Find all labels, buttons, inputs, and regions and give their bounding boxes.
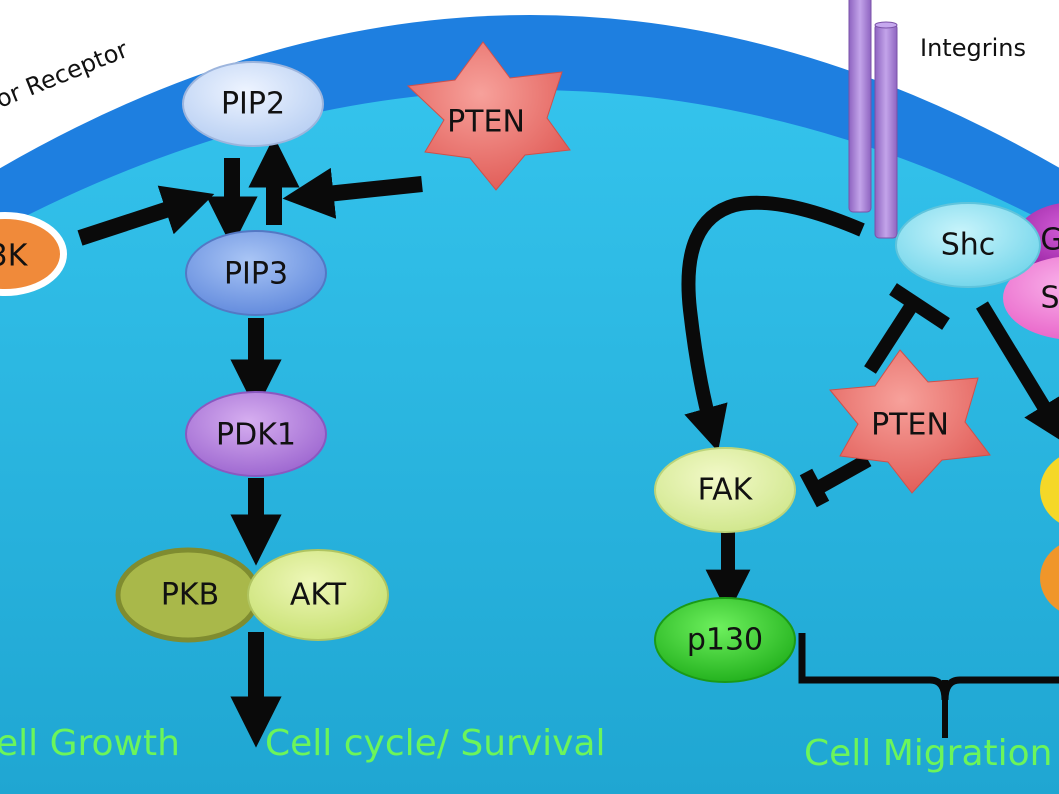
node-pkb[interactable]: PKB [115, 547, 261, 643]
arrow-shc-to-fak [681, 195, 865, 452]
sos-label: S [1040, 281, 1059, 316]
pi3k-label: 3K [0, 239, 29, 274]
node-sos[interactable]: S [1003, 256, 1059, 340]
shc-label: Shc [941, 228, 996, 263]
pathway-arrows [77, 136, 423, 748]
pkb-label: PKB [161, 578, 219, 613]
node-yellow-partial [1040, 457, 1059, 523]
node-akt[interactable]: AKT [247, 549, 389, 641]
receptor-label: or Receptor [0, 35, 132, 113]
fak-label: FAK [698, 473, 754, 508]
outcome-cell-growth: ell Growth [0, 723, 180, 764]
p130-label: p130 [687, 623, 763, 658]
node-orange-partial [1040, 545, 1059, 611]
node-pdk1[interactable]: PDK1 [185, 391, 327, 477]
node-pten-right[interactable]: PTEN [829, 349, 991, 494]
pip3-label: PIP3 [224, 257, 288, 292]
arrow-shc-to-right [976, 301, 1059, 445]
node-fak[interactable]: FAK [654, 447, 796, 533]
node-pip2[interactable]: PIP2 [182, 61, 324, 147]
inhibit-pten-fak [814, 453, 872, 495]
migration-arrows [681, 195, 1059, 615]
akt-label: AKT [290, 578, 347, 613]
grb-label: G [1040, 223, 1059, 258]
arrow-pten-to-pip [282, 167, 423, 219]
outcome-cell-migration: Cell Migration [804, 733, 1052, 774]
arrow-pi3k-to-pip [77, 185, 215, 246]
pten-top-label: PTEN [447, 105, 525, 140]
node-pten-top[interactable]: PTEN [406, 41, 571, 191]
pten-star-icon [406, 41, 571, 191]
integrin-icon [848, 0, 898, 239]
pip2-label: PIP2 [221, 87, 285, 122]
node-pip3[interactable]: PIP3 [185, 230, 327, 316]
outcome-cell-cycle-survival: Cell cycle/ Survival [265, 723, 606, 764]
pten-right-label: PTEN [871, 408, 949, 443]
pdk1-label: PDK1 [216, 418, 296, 453]
node-shc[interactable]: Shc [895, 202, 1041, 288]
integrins-label: Integrins [920, 34, 1026, 62]
pten-star-icon [829, 349, 991, 494]
node-pi3k[interactable]: 3K [0, 212, 67, 296]
node-p130[interactable]: p130 [654, 597, 796, 683]
inhibit-pten-shc [864, 301, 918, 374]
